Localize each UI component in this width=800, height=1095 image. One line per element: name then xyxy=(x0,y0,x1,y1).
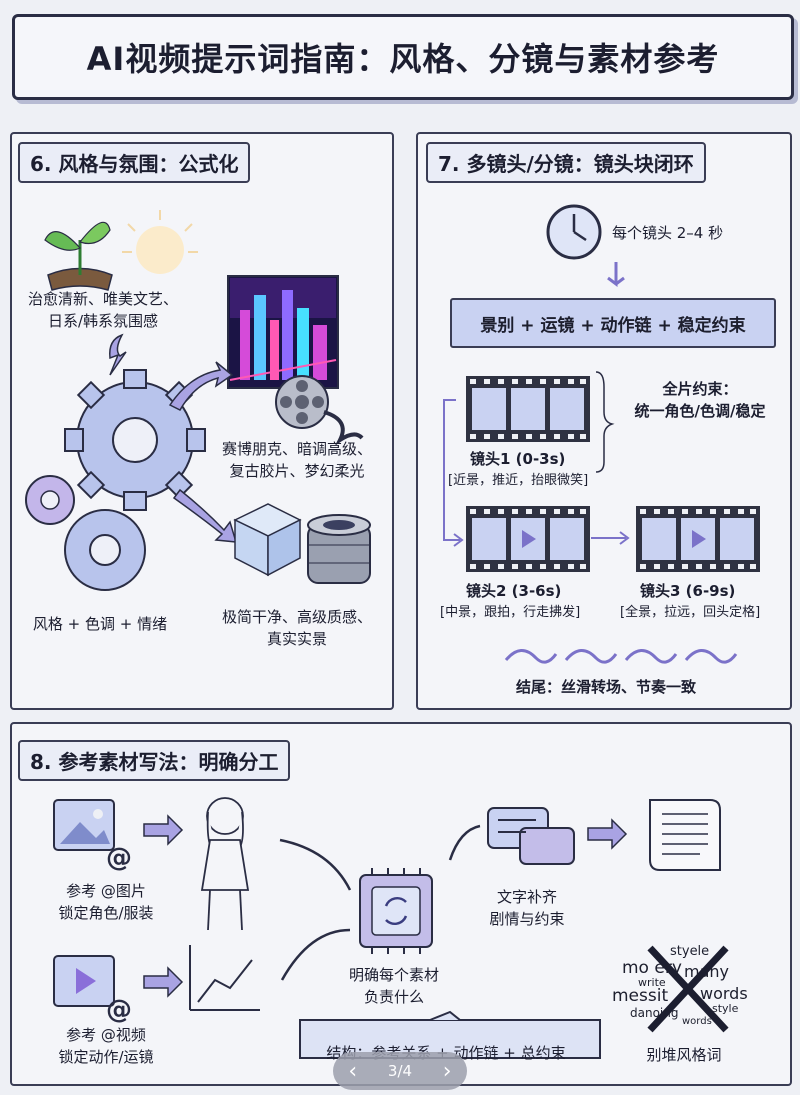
text-fill-line1: 文字补齐 xyxy=(496,888,557,906)
cross-out-icon xyxy=(647,945,729,1033)
style-group-1-label: 治愈清新、唯美文艺、 日系/韩系氛围感 xyxy=(18,288,188,332)
section-7-illustration xyxy=(443,204,738,664)
style-group-1-line1: 治愈清新、唯美文艺、 xyxy=(27,290,178,308)
cloud-word: many xyxy=(684,962,729,981)
girl-figure-icon xyxy=(200,797,250,931)
structure-banner xyxy=(299,1019,601,1059)
svg-text:@: @ xyxy=(106,995,132,1025)
shot3-name: 镜头3 (6-9s) xyxy=(640,582,736,600)
ref-image-line2: 锁定角色/服装 xyxy=(58,904,154,922)
motion-path-icon xyxy=(189,945,260,1011)
shot2-desc: [中景，跟拍，行走拂发] xyxy=(440,605,581,620)
pager: ‹ 3/4 › xyxy=(333,1052,467,1090)
flow-arrows xyxy=(109,333,238,543)
cloud-word: danoing xyxy=(630,1006,679,1020)
style-word-cloud: styele mo ery many write messit words da… xyxy=(612,944,772,1044)
shot1-name: 镜头1 (0-3s) xyxy=(470,450,566,468)
global-constraint-label: 全片约束： 统一角色/色调/稳定 xyxy=(612,378,788,422)
style-group-2-line1: 赛博朋克、暗调高级、 xyxy=(221,440,372,458)
text-fill-label: 文字补齐 剧情与约束 xyxy=(472,886,582,930)
ending-label: 结尾：丝滑转场、节奏一致 xyxy=(515,678,696,696)
shot-arrow-icon xyxy=(591,531,630,545)
film-reel-icon xyxy=(275,375,364,446)
next-page-button[interactable]: › xyxy=(442,1058,452,1084)
chat-bubbles-icon xyxy=(487,807,575,865)
style-group-2-line2: 复古胶片、梦幻柔光 xyxy=(229,462,365,480)
big-gear-icon xyxy=(64,369,206,511)
text-fill-line2: 剧情与约束 xyxy=(489,910,565,928)
page-indicator: 3/4 xyxy=(387,1062,413,1080)
main-title: AI视频提示词指南：风格、分镜与素材参考 xyxy=(12,14,794,100)
wavy-transition-icon xyxy=(504,649,738,664)
section-8-illustration: @ @ xyxy=(53,797,729,1059)
down-arrow-icon xyxy=(607,262,625,287)
chip-icon xyxy=(359,868,433,954)
shot-flow-line xyxy=(443,399,460,541)
ref-video-label: 参考 @视频 锁定动作/运镜 xyxy=(36,1024,176,1068)
film-strip-shot2 xyxy=(466,506,590,572)
ref-video-line2: 锁定动作/运镜 xyxy=(58,1048,154,1066)
cloud-word: styele xyxy=(670,944,710,959)
section-8-title: 8. 参考素材写法：明确分工 xyxy=(18,740,291,781)
section-6-panel xyxy=(10,132,394,710)
style-group-3-line2: 真实实景 xyxy=(266,630,327,648)
film-strip-shot2-graphic xyxy=(466,506,590,572)
section-6-title: 6. 风格与氛围：公式化 xyxy=(18,142,251,183)
film-strip-shot3-graphic xyxy=(636,506,760,572)
center-label: 明确每个素材 负责什么 xyxy=(334,964,454,1008)
film-strip-shot1 xyxy=(466,376,590,442)
scroll-document-icon xyxy=(649,799,721,871)
ref-image-label: 参考 @图片 锁定角色/服装 xyxy=(36,880,176,924)
section-7-title: 7. 多镜头/分镜：镜头块闭环 xyxy=(426,142,706,183)
center-line1: 明确每个素材 xyxy=(348,966,439,984)
camera-lens-icon xyxy=(307,514,371,584)
style-group-3-line1: 极简干净、高级质感、 xyxy=(221,608,372,626)
shot-formula-bar: 景别 + 运镜 + 动作链 + 稳定约束 xyxy=(450,298,776,348)
style-group-1-line2: 日系/韩系氛围感 xyxy=(47,312,159,330)
cloud-word: style xyxy=(712,1002,739,1015)
image-ref-icon: @ xyxy=(53,799,132,873)
curved-arrows xyxy=(279,824,481,981)
shot2-name: 镜头2 (3-6s) xyxy=(466,582,562,600)
no-stack-label: 别堆风格词 xyxy=(646,1046,722,1064)
svg-text:@: @ xyxy=(106,843,132,873)
shot1-desc: [近景，推近，抬眼微笑] xyxy=(448,473,589,488)
bracket-icon xyxy=(595,371,615,473)
section-6-illustration xyxy=(25,210,371,591)
clock-icon xyxy=(546,204,602,260)
small-gear-icon xyxy=(25,475,75,525)
global-constraint-line2: 统一角色/色调/稳定 xyxy=(634,402,766,420)
video-ref-icon: @ xyxy=(53,955,132,1025)
cloud-word: write xyxy=(638,976,666,989)
prev-page-button[interactable]: ‹ xyxy=(348,1058,358,1084)
sprout-icon xyxy=(44,221,113,291)
cloud-word: mo ery xyxy=(622,958,682,978)
clock-label: 每个镜头 2–4 秒 xyxy=(612,224,724,242)
section-8-arrows xyxy=(143,814,628,998)
main-title-text: AI视频提示词指南：风格、分镜与素材参考 xyxy=(86,40,720,78)
film-strip-shot3 xyxy=(636,506,760,572)
style-group-2-label: 赛博朋克、暗调高级、 复古胶片、梦幻柔光 xyxy=(204,438,390,482)
sun-icon xyxy=(122,210,198,274)
cloud-word: messit xyxy=(612,986,669,1006)
global-constraint-line1: 全片约束： xyxy=(662,380,738,398)
center-line2: 负责什么 xyxy=(363,988,424,1006)
cyberpunk-city-image xyxy=(227,275,339,389)
style-group-3-label: 极简干净、高级质感、 真实实景 xyxy=(204,606,390,650)
style-formula: 风格 + 色调 + 情绪 xyxy=(32,615,168,633)
glass-cube-icon xyxy=(233,503,302,577)
ref-image-line1: 参考 @图片 xyxy=(66,882,146,900)
medium-gear-icon xyxy=(64,509,146,591)
film-strip-shot1-graphic xyxy=(466,376,590,442)
cloud-word: words xyxy=(700,984,748,1003)
cloud-word: words xyxy=(682,1016,712,1027)
ref-video-line1: 参考 @视频 xyxy=(66,1026,146,1044)
shot3-desc: [全景，拉远，回头定格] xyxy=(620,605,761,620)
